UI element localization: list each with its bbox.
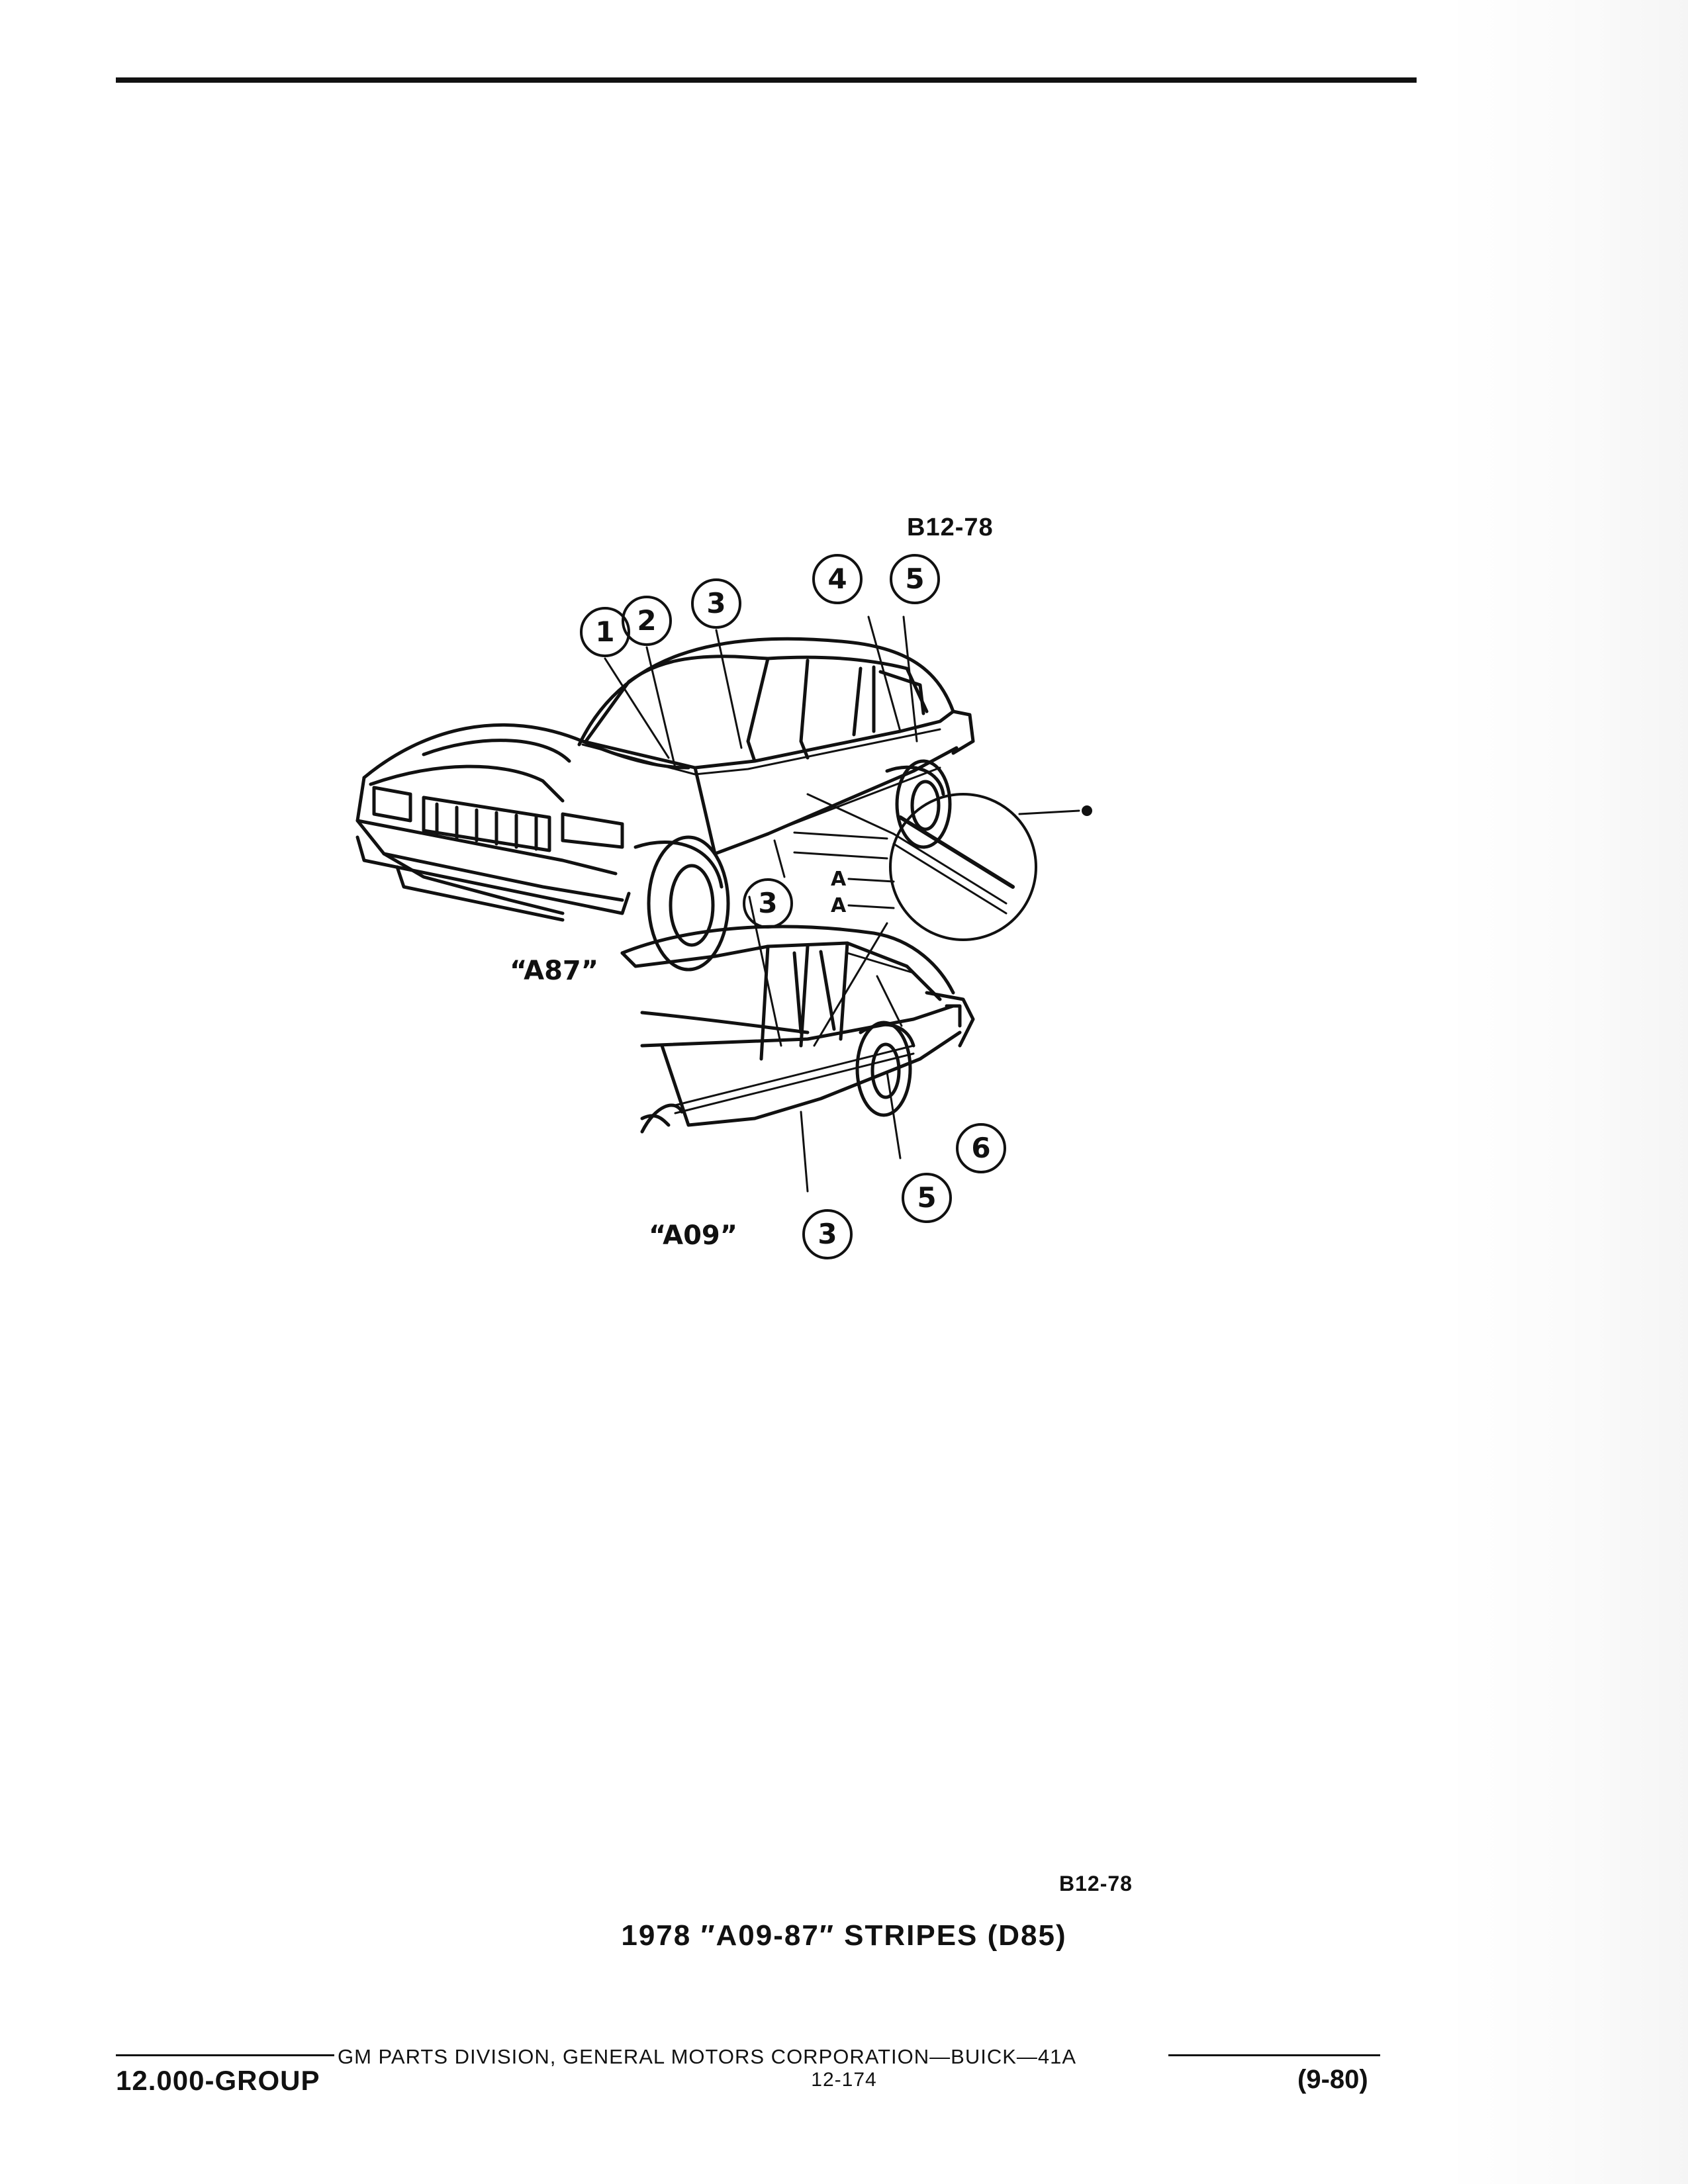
footer-rule-right [1168, 2054, 1380, 2056]
model-label-a87: “A87” [510, 956, 598, 986]
footer-rule-left [116, 2054, 334, 2056]
scan-edge-noise [1443, 0, 1688, 2184]
callout-6: 6 [956, 1123, 1006, 1173]
header-rule [116, 77, 1417, 83]
svg-text:3: 3 [818, 1218, 837, 1250]
svg-text:2: 2 [637, 604, 656, 637]
callout-3-lower: 3 [802, 1209, 853, 1259]
callout-markers: 1 2 3 4 5 3 6 5 3 [580, 554, 1006, 1259]
footer-revision-date: (9-80) [1297, 2065, 1368, 2094]
svg-text:6: 6 [971, 1132, 990, 1164]
callout-1: 1 [580, 607, 630, 657]
detail-label-a-lower: A [831, 894, 847, 917]
callout-3-upper: 3 [691, 578, 741, 629]
car-a09-drawing [620, 925, 975, 1134]
stripes-illustration: 1 2 3 4 5 3 6 5 3 A A “A87” “A09” [355, 554, 1092, 1259]
callout-4: 4 [812, 554, 863, 604]
svg-text:1: 1 [595, 615, 614, 648]
svg-text:5: 5 [917, 1181, 936, 1214]
car-a87-drawing [355, 637, 975, 972]
figure-caption: 1978 ″A09-87″ STRIPES (D85) [621, 1919, 1067, 1952]
model-label-a09: “A09” [649, 1220, 737, 1251]
svg-text:4: 4 [827, 563, 847, 595]
callout-5-lower: 5 [902, 1173, 952, 1223]
footer-page-number: 12-174 [811, 2069, 877, 2091]
footer-group-label: 12.000-GROUP [116, 2065, 320, 2096]
callout-2: 2 [622, 596, 672, 646]
callout-3-middle: 3 [743, 878, 793, 929]
callout-5-upper: 5 [890, 554, 940, 604]
detail-label-a-upper: A [831, 868, 847, 891]
figure-reference-bottom: B12-78 [1059, 1872, 1133, 1895]
footer-publisher: GM PARTS DIVISION, GENERAL MOTORS CORPOR… [338, 2045, 1077, 2068]
svg-text:3: 3 [706, 587, 726, 619]
svg-text:5: 5 [905, 563, 924, 595]
figure-reference-top: B12-78 [907, 514, 994, 541]
svg-text:3: 3 [758, 887, 777, 919]
